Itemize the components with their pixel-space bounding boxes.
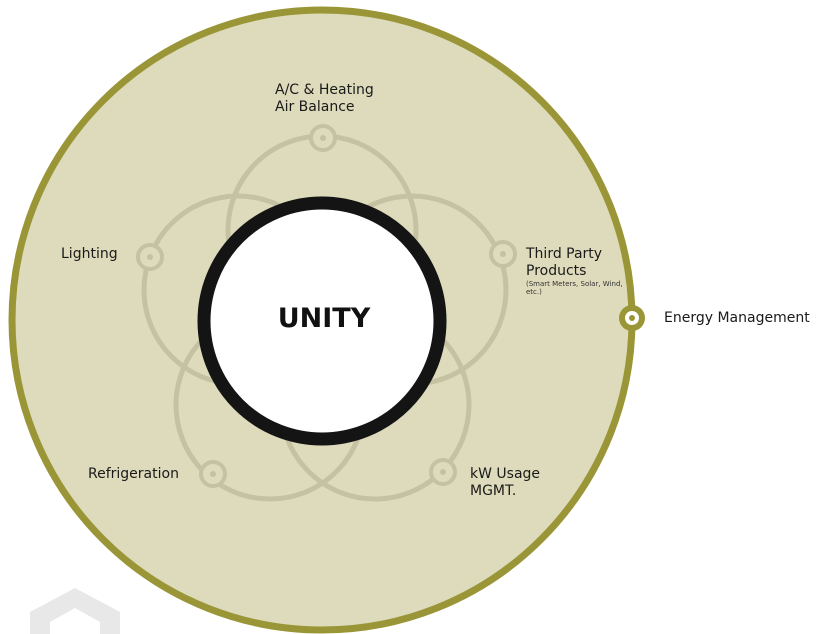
label-third-line2: Products [526,263,587,279]
label-refrig: Refrigeration [88,466,179,483]
node-marker-ac [309,124,337,152]
node-marker-third [489,240,517,268]
node-marker-lighting [136,243,164,271]
label-refrig-line1: Refrigeration [88,466,179,482]
label-kw: kW Usage MGMT. [470,466,540,500]
node-marker-refrig [199,460,227,488]
node-marker-kw [429,458,457,486]
label-third: Third Party Products (Smart Meters, Sola… [526,246,636,296]
label-energy: Energy Management [664,310,810,326]
logo-watermark [30,588,120,634]
label-ac-line1: A/C & Heating [275,82,374,98]
label-third-sub: (Smart Meters, Solar, Wind, etc.) [526,280,623,296]
label-lighting: Lighting [61,246,118,263]
label-ac: A/C & Heating Air Balance [275,82,374,116]
label-third-line1: Third Party [526,246,603,262]
label-ac-line2: Air Balance [275,99,355,115]
label-kw-line2: MGMT. [470,483,517,499]
center-label: UNITY [277,303,371,334]
label-lighting-line1: Lighting [61,246,118,262]
center-circle [197,196,447,446]
node-marker-energy [619,305,645,331]
label-kw-line1: kW Usage [470,466,541,482]
